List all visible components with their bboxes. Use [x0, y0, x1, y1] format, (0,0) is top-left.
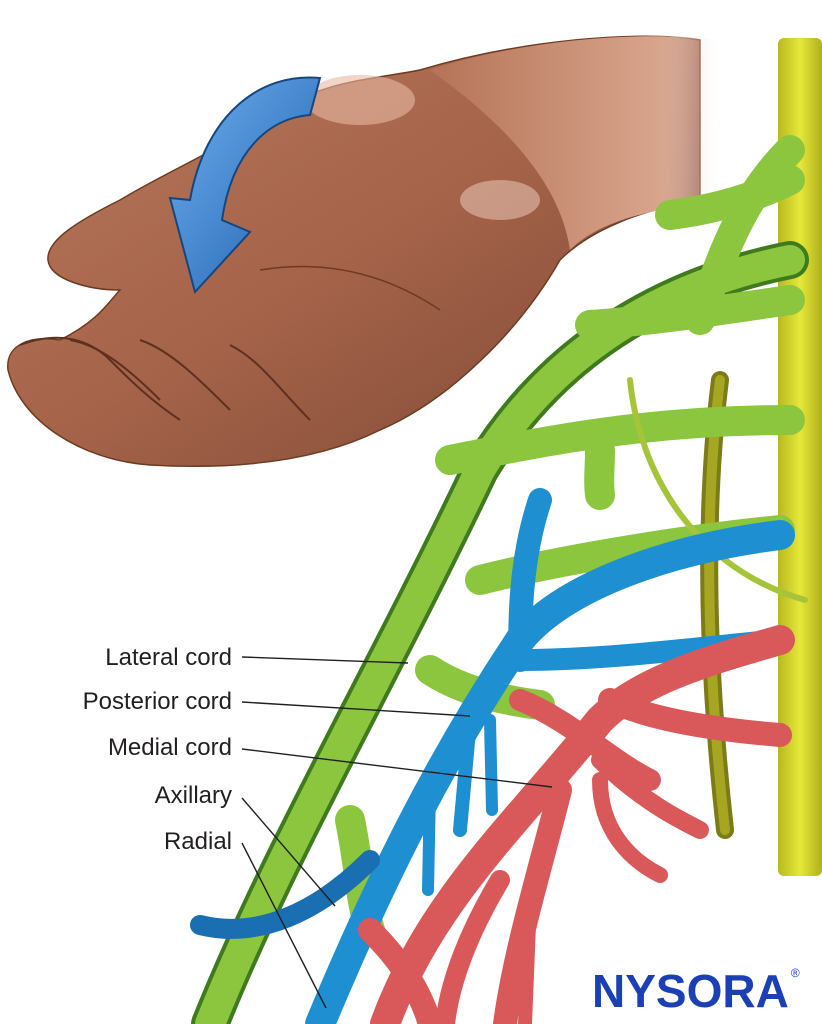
leader-lines [241, 656, 553, 1009]
medial-cord-nerve [358, 625, 795, 1024]
logo-text: NYSORA [592, 965, 789, 1017]
rotation-arrow-icon [168, 76, 322, 295]
label-radial: Radial [163, 828, 232, 855]
label-medial-cord: Medial cord [107, 734, 232, 761]
label-lateral-cord: Lateral cord [105, 644, 232, 671]
posterior-cord-nerve [190, 488, 795, 1024]
label-posterior-cord: Posterior cord [82, 688, 232, 715]
label-axillary: Axillary [154, 782, 232, 809]
hand-illustration [7, 35, 720, 467]
registered-mark: ® [790, 966, 800, 980]
lateral-cord-nerve [191, 135, 809, 1024]
nysora-logo: NYSORA® [592, 964, 800, 1018]
